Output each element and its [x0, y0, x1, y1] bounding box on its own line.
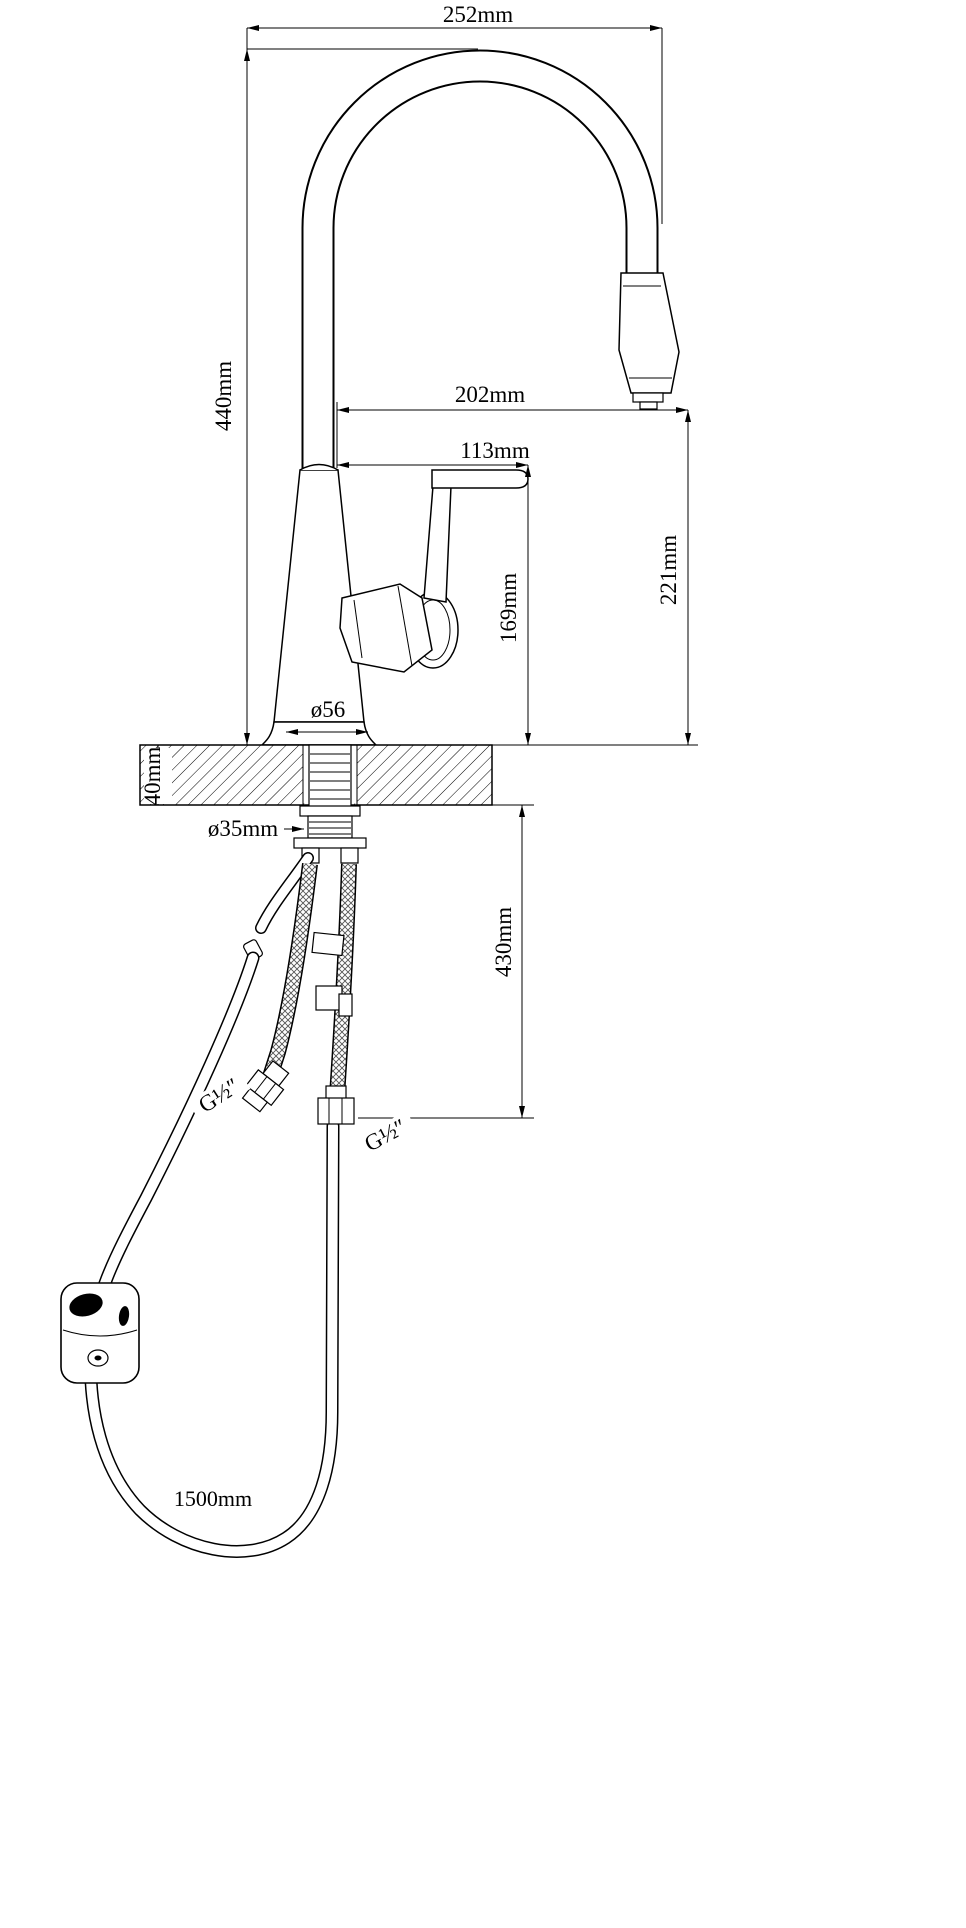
spray-head [618, 272, 680, 410]
hose-clip [311, 931, 345, 957]
body-base-flare [260, 721, 378, 746]
dim-430-label: 430mm [491, 907, 516, 977]
dim-252-label: 252mm [443, 2, 513, 27]
hose-clip [315, 985, 343, 1011]
dim-113-label: 113mm [460, 438, 530, 463]
dimension-lines [155, 25, 698, 1119]
thread-left-label-group: G½″ [187, 1069, 251, 1122]
countertop [139, 744, 493, 808]
left-hose-fitting [241, 1060, 290, 1113]
hose-clips [311, 931, 353, 1017]
mounting-flange [299, 805, 361, 817]
hose-weight [60, 1282, 140, 1384]
handle-lever [431, 469, 529, 489]
faucet-shank [308, 744, 352, 808]
right-hose-nut [317, 1097, 355, 1125]
aerator [632, 392, 664, 403]
dim-35-label: ø35mm [208, 816, 278, 841]
supply-hose-left [241, 863, 318, 1113]
aerator-tip [639, 401, 658, 410]
weight-hole [69, 1293, 103, 1317]
threaded-shank [307, 815, 353, 839]
weight-slot [118, 1306, 130, 1326]
dim-440-label: 440mm [211, 361, 236, 431]
dim-56-label: ø56 [311, 697, 346, 722]
hose-length-label: 1500mm [174, 1486, 252, 1511]
handle-assembly [407, 469, 529, 669]
spray-hose [84, 939, 340, 1558]
dim-169-label: 169mm [496, 573, 521, 643]
dim-202-label: 202mm [455, 382, 525, 407]
dim-40-label-group: 40mm [140, 747, 172, 806]
hose-clip [338, 993, 353, 1017]
dim-221-label: 221mm [656, 535, 681, 605]
hose-connector-right [340, 847, 359, 864]
pullout-wand [339, 583, 433, 673]
body-top-dome [299, 463, 339, 471]
supply-hose-right [317, 863, 357, 1125]
mounting-bracket [293, 837, 367, 849]
faucet-spout [301, 49, 659, 472]
dimension-labels: 252mm 440mm 202mm 113mm 221mm 169mm ø56 … [140, 2, 681, 1511]
dim-40-label: 40mm [140, 747, 165, 806]
shank-threads [310, 753, 350, 800]
